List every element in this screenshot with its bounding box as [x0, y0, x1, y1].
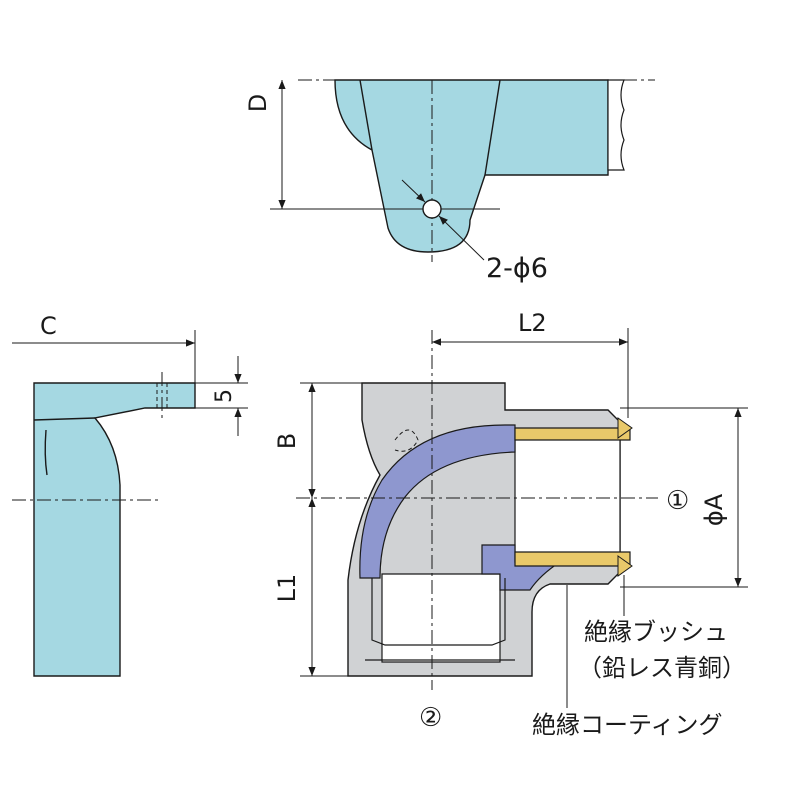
bushing-upper	[514, 427, 631, 441]
bushing-lower	[514, 551, 631, 567]
side-view-inner-curve	[44, 429, 48, 476]
dim-l1-label: L1	[273, 574, 301, 603]
side-view-body	[33, 382, 196, 677]
dim-5-label: 5	[212, 389, 237, 403]
bushing-label-2: （鉛レス青銅）	[578, 654, 746, 682]
side-view-flange-edge	[33, 417, 96, 421]
dim-d-label: D	[244, 94, 272, 112]
mounting-hole	[422, 199, 442, 219]
section-bore-vertical	[381, 573, 501, 663]
top-view-flange	[334, 79, 609, 253]
dim-c-label: C	[40, 312, 57, 340]
bushing-tip-upper	[617, 417, 633, 439]
dim-a-label: ϕA	[700, 493, 728, 526]
dim-l2-label: L2	[518, 309, 547, 337]
port-2-label: ②	[419, 703, 442, 733]
hole-size-label: 2-ϕ6	[486, 253, 548, 284]
bushing-tip-lower	[617, 555, 633, 577]
top-view-ear-edge-right	[484, 79, 501, 176]
hole-arrow-out	[438, 215, 485, 261]
top-view-ear-edge	[359, 79, 373, 151]
top-view-break-line	[607, 79, 625, 171]
section-view: L2 B L1 ϕA ① ② 絶縁ブッシュ （鉛レス青銅） 絶縁コーティング	[273, 309, 748, 739]
top-view: D 2-ϕ6	[244, 79, 655, 284]
port-1-label: ①	[666, 486, 689, 516]
section-bore-horizontal	[514, 437, 621, 556]
coating-label: 絶縁コーティング	[532, 711, 723, 739]
insulation-coating	[359, 424, 516, 579]
side-view: C 5	[12, 312, 248, 677]
hole-arrow-in	[401, 179, 426, 203]
bushing-label-1: 絶縁ブッシュ	[584, 618, 728, 646]
dim-b-label: B	[273, 433, 301, 449]
socket-liner	[371, 578, 506, 646]
hidden-ear-outline	[394, 429, 419, 452]
